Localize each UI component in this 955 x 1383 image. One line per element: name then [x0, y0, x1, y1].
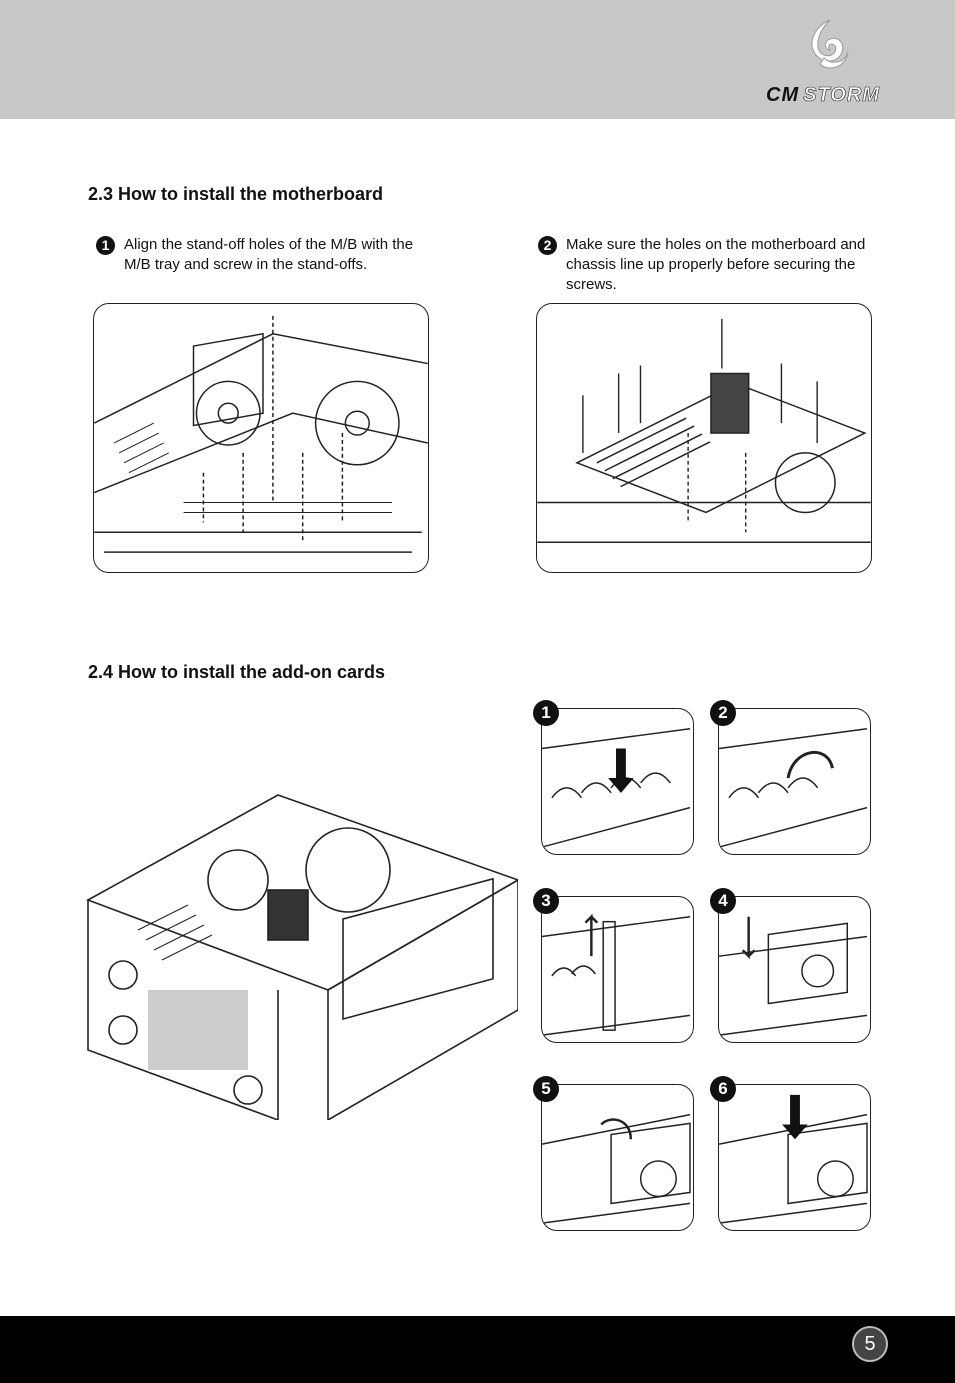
step-number-badge: 2	[538, 236, 557, 255]
step-number-badge: 1	[96, 236, 115, 255]
slot-cover-lock-drawing	[719, 1085, 870, 1230]
chassis-isometric-drawing	[78, 790, 518, 1120]
slot-cover-lift-drawing	[719, 709, 870, 854]
chassis-overview-illustration	[78, 790, 518, 1120]
bracket-removal-drawing	[542, 897, 693, 1042]
page-footer	[0, 1316, 955, 1383]
logo-storm: STORM	[803, 84, 880, 106]
logo-cm: CM	[766, 84, 799, 106]
panel-4-badge: 4	[710, 888, 736, 914]
card-insert-drawing	[719, 897, 870, 1042]
section-title-motherboard: 2.3 How to install the motherboard	[88, 184, 383, 205]
panel-5-badge: 5	[533, 1076, 559, 1102]
addon-step-4-illustration	[718, 896, 871, 1043]
step-text: Make sure the holes on the motherboard a…	[566, 235, 876, 295]
panel-1-badge: 1	[533, 700, 559, 726]
addon-step-5-illustration	[541, 1084, 694, 1231]
motherboard-alignment-drawing	[537, 304, 871, 572]
addon-step-3-illustration	[541, 896, 694, 1043]
panel-3-badge: 3	[533, 888, 559, 914]
addon-step-6-illustration	[718, 1084, 871, 1231]
standoff-installation-illustration	[93, 303, 429, 573]
section-title-addon-cards: 2.4 How to install the add-on cards	[88, 662, 385, 683]
step-1-instruction: 1 Align the stand-off holes of the M/B w…	[96, 235, 436, 295]
addon-step-2-illustration	[718, 708, 871, 855]
step-2-instruction: 2 Make sure the holes on the motherboard…	[538, 235, 878, 295]
addon-step-1-illustration	[541, 708, 694, 855]
page-number: 5	[852, 1326, 888, 1362]
panel-2-badge: 2	[710, 700, 736, 726]
chassis-interior-drawing	[94, 304, 428, 572]
motherboard-screw-illustration	[536, 303, 872, 573]
slot-cover-close-drawing	[542, 1085, 693, 1230]
slot-cover-press-drawing	[542, 709, 693, 854]
storm-swirl-icon	[802, 18, 852, 78]
panel-6-badge: 6	[710, 1076, 736, 1102]
step-text: Align the stand-off holes of the M/B wit…	[124, 235, 434, 275]
